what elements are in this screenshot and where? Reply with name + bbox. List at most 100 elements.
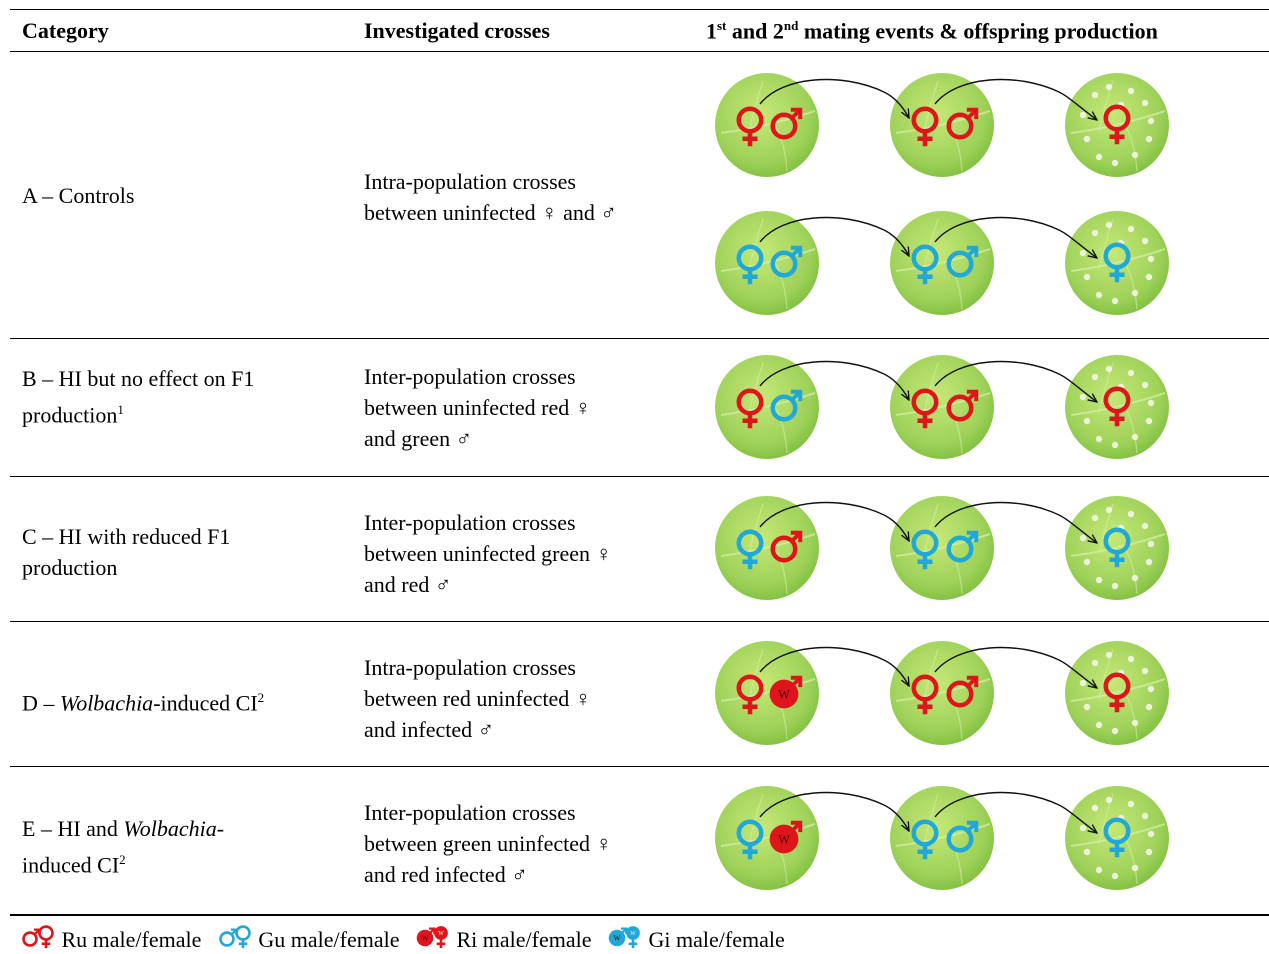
category-cell: E – HI and Wolbachia- induced CI2 bbox=[22, 816, 225, 878]
female-symbol bbox=[1103, 386, 1131, 427]
female-symbol bbox=[235, 925, 251, 949]
female-symbol bbox=[911, 674, 939, 715]
egg-dot bbox=[1095, 866, 1103, 874]
female-symbol bbox=[911, 529, 939, 570]
egg-dot bbox=[1147, 255, 1155, 263]
egg-dot bbox=[1083, 558, 1091, 566]
infected-female-symbol: W bbox=[626, 926, 640, 949]
egg-dot bbox=[1111, 872, 1119, 880]
ru-symbols-icon bbox=[22, 925, 54, 949]
leaf-disc-3 bbox=[1065, 641, 1169, 745]
leaf-disc-2 bbox=[890, 641, 994, 745]
male-symbol bbox=[946, 245, 979, 278]
egg-dot bbox=[1127, 225, 1135, 233]
egg-dot bbox=[1131, 574, 1139, 582]
offspring-arrow bbox=[934, 360, 1097, 403]
egg-dot bbox=[1141, 381, 1149, 389]
female-symbol bbox=[736, 819, 764, 860]
category-cell: C – HI with reduced F1 production bbox=[22, 524, 231, 580]
egg-dot bbox=[1095, 721, 1103, 729]
leaf-disc-3 bbox=[1065, 73, 1169, 177]
egg-dot bbox=[1147, 399, 1155, 407]
leaf-disc-2 bbox=[890, 211, 994, 315]
egg-dot bbox=[1079, 111, 1087, 119]
male-symbol bbox=[219, 928, 238, 947]
egg-dot bbox=[1111, 727, 1119, 735]
egg-dot bbox=[1147, 540, 1155, 548]
egg-dot bbox=[1127, 655, 1135, 663]
ri-symbols-icon: WW bbox=[416, 926, 448, 949]
svg-text:W: W bbox=[630, 931, 636, 937]
mating-arrow bbox=[759, 216, 909, 257]
egg-dot bbox=[1091, 804, 1099, 812]
egg-dot bbox=[1095, 435, 1103, 443]
female-symbol bbox=[736, 244, 764, 285]
leaf-disc-2 bbox=[890, 496, 994, 600]
infected-male-symbol: W bbox=[416, 927, 436, 947]
table-row-e: E – HI and Wolbachia- induced CI2 Inter-… bbox=[0, 767, 1269, 914]
crosses-cell: Inter-population crosses between green u… bbox=[364, 800, 612, 887]
legend-ri-label: Ri male/female bbox=[456, 927, 592, 952]
leaf-disc-1 bbox=[715, 786, 819, 890]
table-row-b: B – HI but no effect on F1 production1 I… bbox=[0, 339, 1269, 476]
crosses-cell: Intra-population crosses between uninfec… bbox=[364, 169, 617, 225]
legend-gu-label: Gu male/female bbox=[258, 927, 400, 952]
infected-male-symbol: W bbox=[769, 820, 803, 854]
female-symbol bbox=[736, 388, 764, 429]
row-rule bbox=[10, 621, 1269, 622]
egg-dot bbox=[1079, 534, 1087, 542]
svg-text:W: W bbox=[614, 935, 621, 943]
male-symbol bbox=[770, 389, 803, 422]
egg-dot bbox=[1145, 273, 1153, 281]
infected-male-symbol: W bbox=[608, 927, 628, 947]
header-category: Category bbox=[22, 18, 109, 43]
male-symbol bbox=[946, 389, 979, 422]
header-crosses: Investigated crosses bbox=[364, 18, 550, 43]
row-rule bbox=[10, 766, 1269, 767]
mating-diagram: W bbox=[715, 641, 1169, 745]
mating-diagram bbox=[715, 73, 1169, 177]
legend-ru-label: Ru male/female bbox=[61, 927, 202, 952]
egg-dot bbox=[1105, 83, 1113, 91]
infected-female-symbol: W bbox=[434, 926, 448, 949]
male-symbol bbox=[946, 530, 979, 563]
female-symbol bbox=[736, 674, 764, 715]
leaf-disc-3 bbox=[1065, 786, 1169, 890]
egg-dot bbox=[1091, 229, 1099, 237]
egg-dot bbox=[1083, 273, 1091, 281]
row-rule bbox=[10, 476, 1269, 477]
offspring-arrow bbox=[934, 791, 1097, 834]
legend-gi-label: Gi male/female bbox=[648, 927, 785, 952]
svg-text:W: W bbox=[778, 688, 790, 702]
female-symbol bbox=[736, 106, 764, 147]
egg-dot bbox=[1127, 800, 1135, 808]
female-symbol bbox=[911, 244, 939, 285]
egg-dot bbox=[1131, 719, 1139, 727]
female-symbol bbox=[1103, 242, 1131, 283]
female-symbol bbox=[1103, 104, 1131, 145]
egg-dot bbox=[1091, 659, 1099, 667]
egg-dot bbox=[1141, 99, 1149, 107]
egg-dot bbox=[1147, 830, 1155, 838]
egg-dot bbox=[1095, 576, 1103, 584]
egg-dot bbox=[1147, 117, 1155, 125]
leaf-disc-3 bbox=[1065, 496, 1169, 600]
egg-dot bbox=[1079, 824, 1087, 832]
egg-dot bbox=[1127, 87, 1135, 95]
mating-diagram bbox=[715, 211, 1169, 315]
offspring-arrow bbox=[934, 501, 1097, 544]
category-cell: A – Controls bbox=[22, 183, 135, 208]
egg-dot bbox=[1111, 441, 1119, 449]
leaf-disc-2 bbox=[890, 786, 994, 890]
leaf-disc-1 bbox=[715, 496, 819, 600]
header-events: 1st and 2nd mating events & offspring pr… bbox=[706, 18, 1158, 44]
leaf-disc-2 bbox=[890, 355, 994, 459]
mating-arrow bbox=[759, 78, 909, 119]
egg-dot bbox=[1145, 558, 1153, 566]
male-symbol bbox=[946, 820, 979, 853]
gu-symbols-icon bbox=[219, 925, 251, 949]
crosses-cell: Inter-population crosses between uninfec… bbox=[364, 510, 612, 597]
egg-dot bbox=[1131, 433, 1139, 441]
header-rule bbox=[10, 51, 1269, 52]
mating-arrow bbox=[759, 791, 909, 832]
